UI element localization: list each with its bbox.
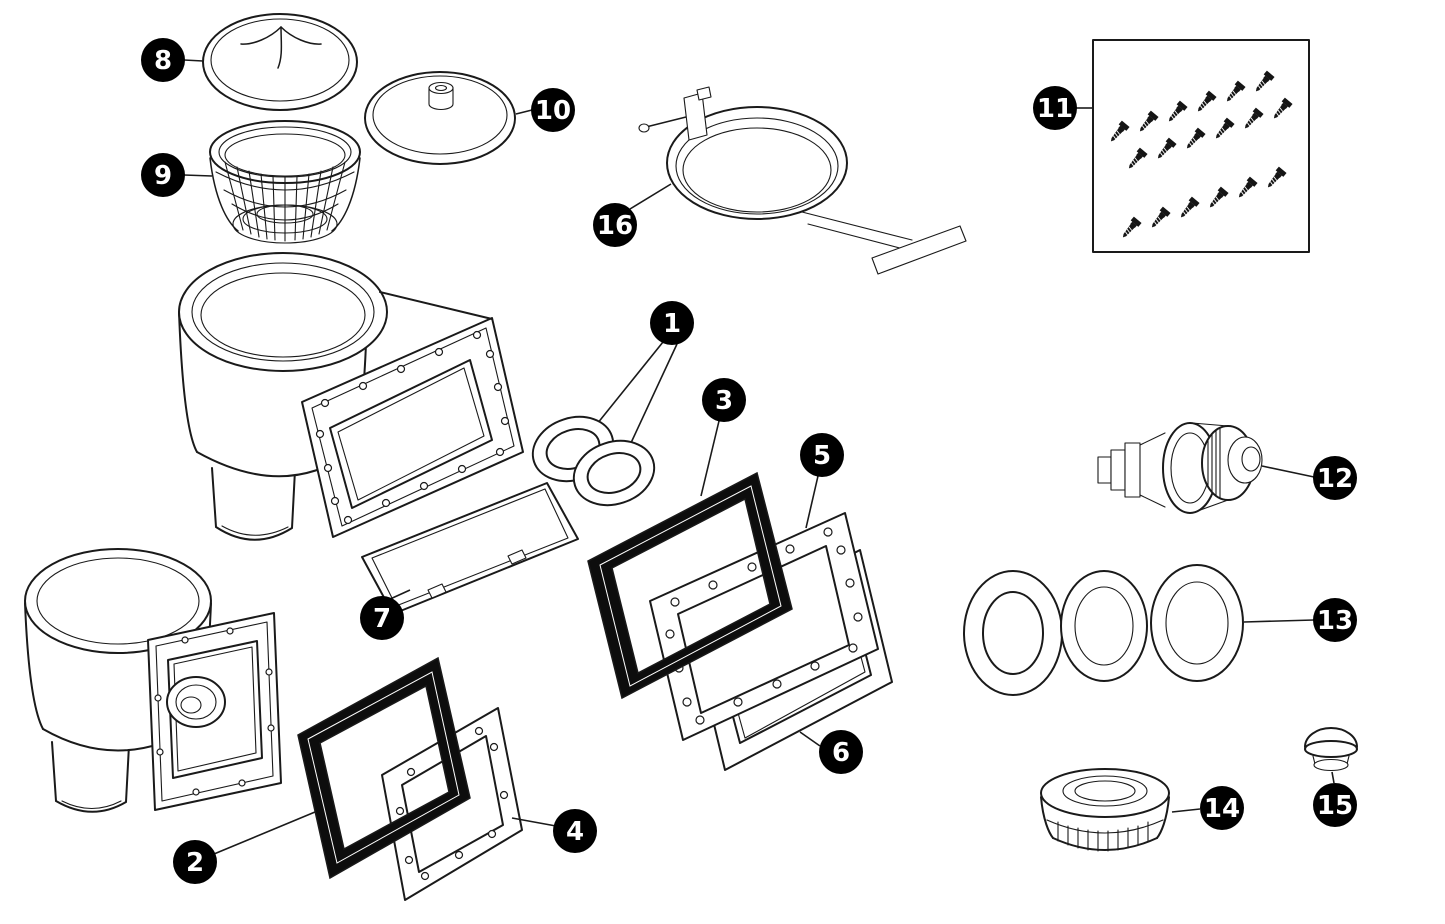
callout-3: 3	[702, 378, 746, 422]
callout-circle	[553, 809, 597, 853]
callout-5: 5	[800, 433, 844, 477]
callout-number: 10	[535, 96, 571, 126]
callout-14: 14	[1200, 786, 1244, 830]
part-7-weir-plate	[361, 482, 579, 615]
callout-4: 4	[553, 809, 597, 853]
part-10-lid	[364, 71, 516, 165]
callout-number: 13	[1317, 606, 1353, 636]
part-1-o-rings	[531, 415, 656, 507]
leader-5	[805, 475, 819, 529]
leader-14	[1171, 808, 1201, 813]
leader-2	[213, 811, 316, 855]
leader-13	[1243, 619, 1315, 623]
part-12-return-fitting	[1097, 422, 1263, 514]
callout-number: 11	[1037, 94, 1073, 124]
callout-number: 1	[663, 309, 681, 339]
callout-7: 7	[360, 596, 404, 640]
callout-number: 12	[1317, 464, 1353, 494]
callout-number: 4	[566, 817, 584, 847]
callout-circle	[360, 596, 404, 640]
callout-circle	[650, 301, 694, 345]
leader-8	[183, 59, 204, 62]
part-5-faceplate	[649, 512, 879, 741]
callout-circle	[141, 38, 185, 82]
part-8-lid-cover	[202, 13, 358, 111]
part-14-lock-ring	[1040, 768, 1170, 852]
callout-number: 16	[597, 211, 633, 241]
callout-6: 6	[819, 730, 863, 774]
part-11-screw-set	[1092, 39, 1310, 253]
part-15-plug	[1304, 727, 1358, 772]
callout-1: 1	[650, 301, 694, 345]
leader-6	[799, 731, 821, 747]
callout-number: 6	[832, 738, 850, 768]
leader-10	[515, 109, 533, 115]
callout-number: 7	[373, 604, 391, 634]
leader-9	[183, 174, 213, 177]
callout-9: 9	[141, 153, 185, 197]
callout-circle	[1200, 786, 1244, 830]
callout-number: 5	[813, 441, 831, 471]
callout-circle	[702, 378, 746, 422]
callout-number: 8	[154, 46, 172, 76]
part-13-washers	[963, 564, 1244, 696]
callout-circle	[819, 730, 863, 774]
callout-15: 15	[1313, 783, 1357, 827]
part-16-clamp-ring	[638, 86, 967, 275]
callout-11: 11	[1033, 86, 1077, 130]
callout-8: 8	[141, 38, 185, 82]
part-2-gasket	[297, 656, 471, 880]
leader-12	[1261, 465, 1315, 478]
leader-lines	[183, 59, 1335, 855]
callout-circle	[1313, 598, 1357, 642]
callout-number: 9	[154, 161, 172, 191]
callout-circle	[1313, 783, 1357, 827]
callout-circle	[1313, 456, 1357, 500]
callout-circle	[800, 433, 844, 477]
callout-2: 2	[173, 840, 217, 884]
callout-13: 13	[1313, 598, 1357, 642]
part-3-gasket	[587, 471, 793, 700]
callout-10: 10	[531, 88, 575, 132]
callout-number: 2	[186, 848, 204, 878]
leader-16	[629, 183, 672, 210]
leader-1b	[629, 343, 678, 446]
callout-circle	[173, 840, 217, 884]
leader-3	[700, 420, 720, 497]
part-skimmer-body-small	[24, 548, 282, 813]
callout-circle	[1033, 86, 1077, 130]
leader-4	[511, 817, 557, 827]
leader-15	[1331, 771, 1335, 784]
callout-circle	[531, 88, 575, 132]
callout-12: 12	[1313, 456, 1357, 500]
part-9-basket	[209, 120, 361, 244]
callout-circle	[593, 203, 637, 247]
part-skimmer-body-large	[178, 252, 524, 541]
callout-circle	[141, 153, 185, 197]
callout-number: 14	[1204, 794, 1240, 824]
callout-number: 3	[715, 386, 733, 416]
callout-16: 16	[593, 203, 637, 247]
callout-number: 15	[1317, 791, 1353, 821]
leader-1a	[596, 341, 664, 425]
